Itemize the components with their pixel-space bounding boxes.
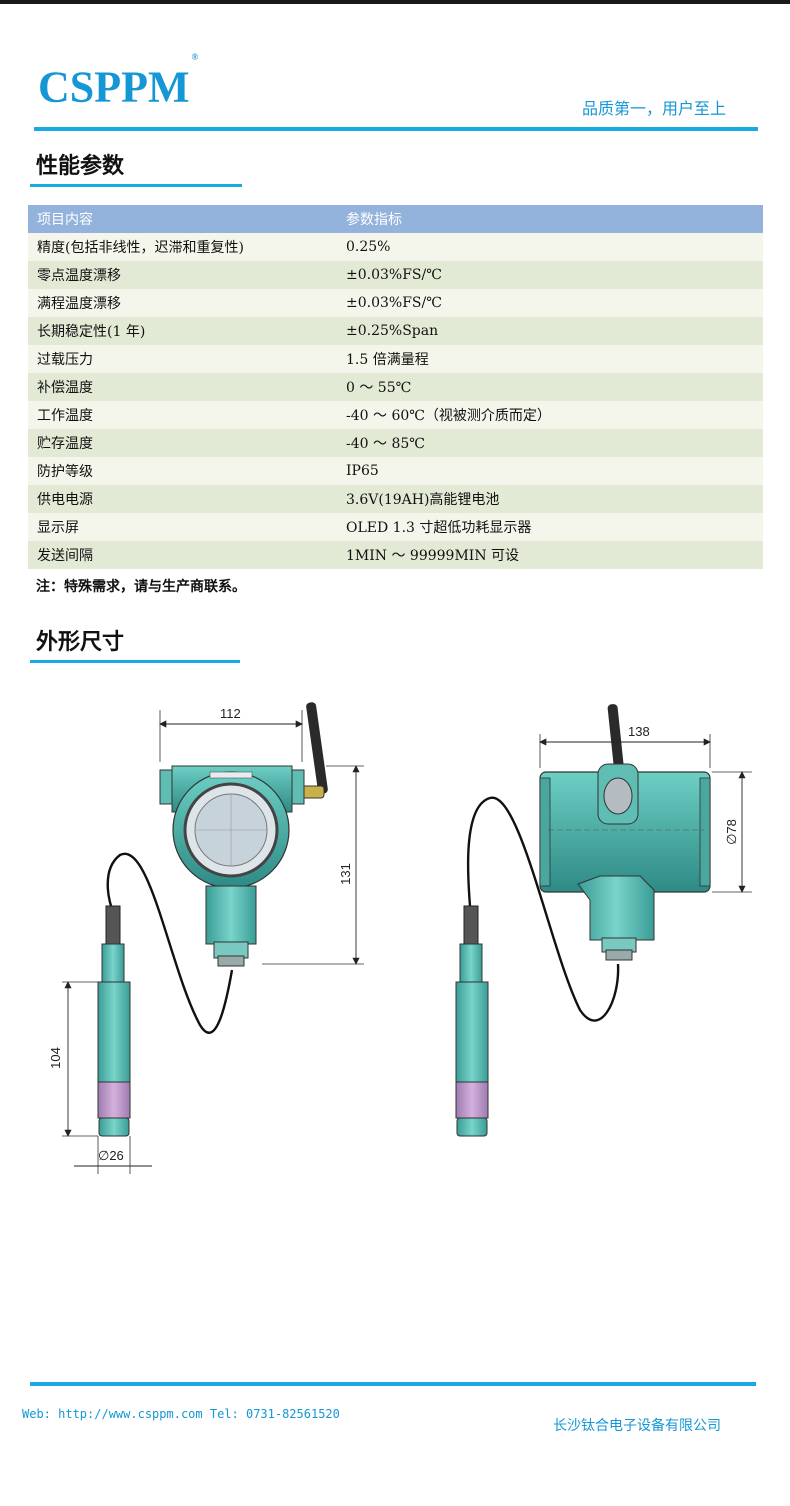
footer-company: 长沙钛合电子设备有限公司 (553, 1418, 721, 1434)
antenna-icon (306, 702, 328, 794)
probe-band (97, 1081, 131, 1119)
company-logo: CSPPM® (38, 52, 198, 113)
probe-band (455, 1081, 489, 1119)
table-row: 工作温度-40 ～ 60℃（视被测介质而定） (28, 401, 763, 429)
section-underline (30, 660, 240, 663)
param-name: 精度(包括非线性，迟滞和重复性) (28, 233, 337, 261)
dim-probe-length: 104 (48, 1047, 63, 1069)
param-value: ±0.25%Span (337, 317, 763, 345)
table-row: 零点温度漂移±0.03%FS/℃ (28, 261, 763, 289)
spec-table: 项目内容 参数指标 精度(包括非线性，迟滞和重复性)0.25% 零点温度漂移±0… (28, 205, 763, 569)
cable (466, 796, 620, 1022)
side-view-transmitter (455, 704, 711, 1137)
dim-width-side: 138 (628, 724, 650, 739)
param-value: 3.6V(19AH)高能锂电池 (337, 485, 763, 513)
param-name: 长期稳定性(1 年) (28, 317, 337, 345)
param-value: OLED 1.3 寸超低功耗显示器 (337, 513, 763, 541)
section-underline (30, 184, 242, 187)
param-name: 贮存温度 (28, 429, 337, 457)
table-row: 精度(包括非线性，迟滞和重复性)0.25% (28, 233, 763, 261)
table-row: 贮存温度-40 ～ 85℃ (28, 429, 763, 457)
table-row: 满程温度漂移±0.03%FS/℃ (28, 289, 763, 317)
column-header: 项目内容 (28, 205, 337, 233)
dim-width-front: 112 (220, 706, 241, 721)
registered-mark: ® (191, 52, 199, 62)
dim-diameter-side: ∅78 (724, 819, 739, 845)
param-name: 供电电源 (28, 485, 337, 513)
param-name: 满程温度漂移 (28, 289, 337, 317)
front-dimensions: 112 131 104 ∅26 (48, 706, 364, 1174)
param-value: -40 ～ 85℃ (337, 429, 763, 457)
header-divider (34, 127, 758, 131)
param-name: 显示屏 (28, 513, 337, 541)
table-header-row: 项目内容 参数指标 (28, 205, 763, 233)
top-border (0, 0, 790, 4)
table-note: 注：特殊需求，请与生产商联系。 (36, 579, 246, 595)
dim-probe-diameter: ∅26 (98, 1148, 124, 1163)
footer-divider (30, 1382, 756, 1386)
param-value: 0 ～ 55℃ (337, 373, 763, 401)
cable (106, 852, 234, 1034)
table-row: 长期稳定性(1 年)±0.25%Span (28, 317, 763, 345)
param-name: 补偿温度 (28, 373, 337, 401)
front-view-transmitter (97, 702, 328, 1137)
slogan: 品质第一，用户至上 (582, 99, 727, 118)
dimension-drawing: 112 131 104 ∅26 (48, 702, 752, 1174)
logo-text: CSPPM (38, 62, 190, 112)
param-name: 发送间隔 (28, 541, 337, 569)
footer-contact: Web: http://www.csppm.com Tel: 0731-8256… (22, 1407, 340, 1421)
param-name: 零点温度漂移 (28, 261, 337, 289)
dim-height-front: 131 (338, 863, 353, 885)
param-value: IP65 (337, 457, 763, 485)
section-title-performance: 性能参数 (36, 154, 125, 179)
param-name: 防护等级 (28, 457, 337, 485)
param-value: -40 ～ 60℃（视被测介质而定） (337, 401, 763, 429)
param-value: ±0.03%FS/℃ (337, 289, 763, 317)
param-name: 过载压力 (28, 345, 337, 373)
param-value: ±0.03%FS/℃ (337, 261, 763, 289)
column-header: 参数指标 (337, 205, 763, 233)
section-title-dimensions: 外形尺寸 (36, 630, 125, 655)
param-value: 1.5 倍满量程 (337, 345, 763, 373)
side-dimensions: 138 ∅78 (539, 724, 752, 893)
param-value: 1MIN ～ 99999MIN 可设 (337, 541, 763, 569)
param-name: 工作温度 (28, 401, 337, 429)
param-value: 0.25% (337, 233, 763, 261)
